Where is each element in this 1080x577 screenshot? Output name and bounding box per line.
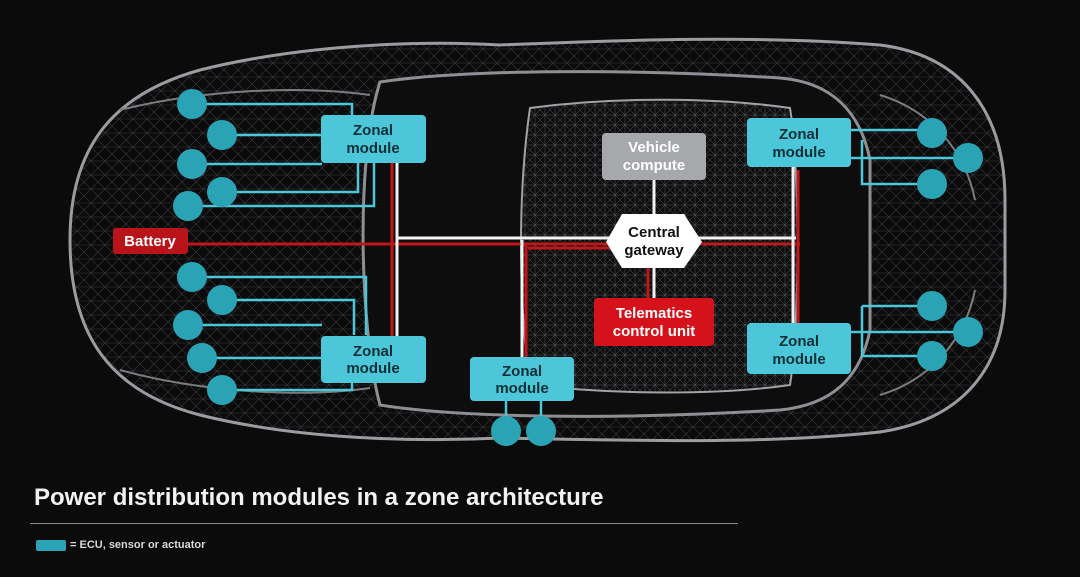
ecu-node [917,118,947,148]
vehicle-compute-line2: compute [623,157,686,174]
zonal-label-line2: module [772,351,825,368]
legend-ecu-swatch [36,539,66,551]
title-divider [30,523,738,524]
zonal-module-bottom-right: Zonal module [747,323,851,374]
legend: = ECU, sensor or actuator [36,537,205,553]
central-gateway-node: Central gateway [606,214,702,268]
zonal-label-line1: Zonal [353,343,393,360]
zonal-module-bottom-left: Zonal module [321,336,426,383]
central-gateway-line2: gateway [624,242,684,259]
telematics-box: Telematics control unit [594,298,714,346]
central-gateway-line1: Central [628,224,680,241]
zonal-label-line1: Zonal [502,363,542,380]
ecu-node [953,143,983,173]
ecu-node [953,317,983,347]
ecu-node [173,191,203,221]
ecu-node [207,375,237,405]
ecu-node [917,341,947,371]
telematics-line1: Telematics [616,305,692,322]
zonal-module-bottom-middle: Zonal module [470,357,574,401]
zonal-label-line1: Zonal [779,126,819,143]
ecu-node [173,310,203,340]
zonal-label-line1: Zonal [779,333,819,350]
vehicle-compute-line1: Vehicle [628,139,680,156]
ecu-node [177,89,207,119]
diagram-title: Power distribution modules in a zone arc… [34,484,604,511]
zonal-module-top-right: Zonal module [747,118,851,167]
ecu-node [526,416,556,446]
zonal-label-line2: module [495,380,548,397]
ecu-node [177,262,207,292]
zonal-label-line2: module [346,140,399,157]
ecu-node [207,285,237,315]
ecu-node [187,343,217,373]
ecu-node [917,291,947,321]
ecu-nodes [173,89,983,446]
zonal-label-line2: module [346,360,399,377]
vehicle-compute-box: Vehicle compute [602,133,706,180]
ecu-node [177,149,207,179]
legend-text: = ECU, sensor or actuator [70,539,206,551]
telematics-line2: control unit [613,323,696,340]
zonal-module-top-left: Zonal module [321,115,426,163]
ecu-node [491,416,521,446]
ecu-node [207,120,237,150]
battery-label: Battery [124,233,176,250]
zonal-label-line1: Zonal [353,122,393,139]
battery-box: Battery [113,228,188,254]
ecu-node [207,177,237,207]
zonal-label-line2: module [772,144,825,161]
ecu-node [917,169,947,199]
